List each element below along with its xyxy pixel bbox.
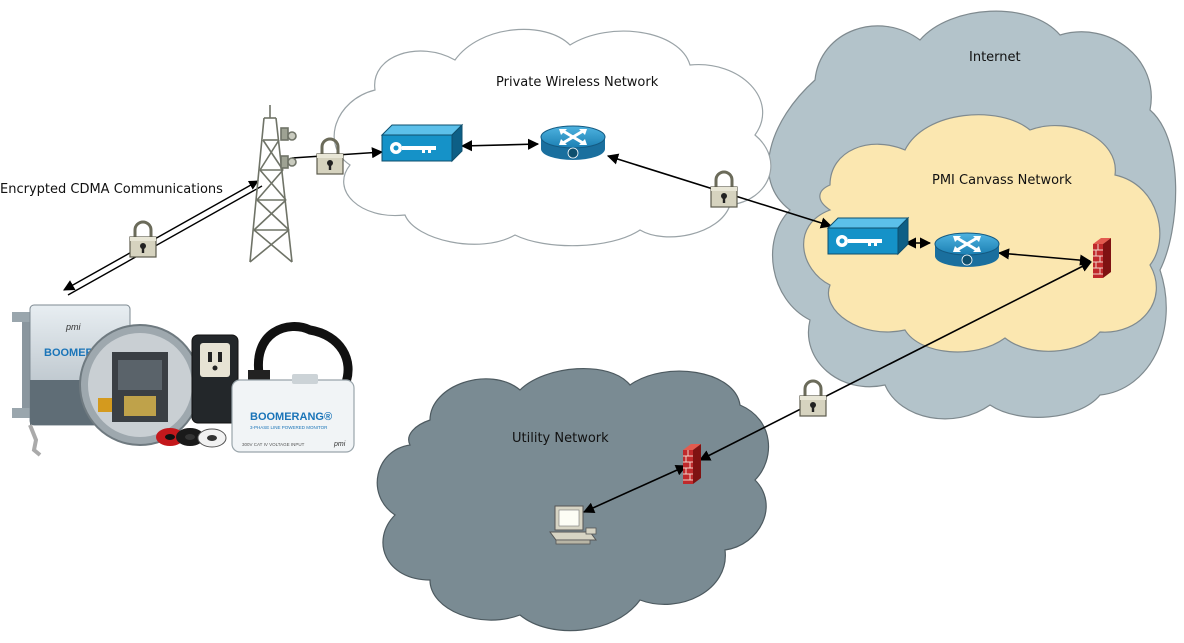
computer-icon xyxy=(549,505,597,545)
pmi-unit-logo: pmi xyxy=(333,441,346,448)
lock-icon xyxy=(315,137,345,176)
boomerang-unit-subtitle: 3-PHASE LINE POWERED MONITOR xyxy=(250,425,328,430)
plug-in-monitor xyxy=(191,334,239,424)
internet-label: Internet xyxy=(969,50,1021,65)
boomerang-unit-brand: BOOMERANG® xyxy=(250,411,332,423)
router-firewall-link xyxy=(997,248,1092,266)
boomerang-equipment-image: pmi BOOMERANG xyxy=(12,304,355,457)
pmi-logo-text: pmi xyxy=(65,322,82,332)
cdma-link xyxy=(63,180,263,296)
pmi-canvass-network-label: PMI Canvass Network xyxy=(932,173,1072,188)
lock-icon xyxy=(798,379,828,418)
encrypted-cdma-label: Encrypted CDMA Communications xyxy=(0,182,223,197)
meter xyxy=(79,324,201,446)
ct-clamps xyxy=(156,428,227,448)
vpn-keybox-icon xyxy=(827,217,909,255)
router-icon xyxy=(539,124,607,162)
canvass-utility-link xyxy=(699,261,1092,461)
keybox-router-link xyxy=(460,138,540,152)
cell-tower-icon xyxy=(249,105,297,263)
firewall-computer-link xyxy=(582,465,688,513)
private-wireless-network-label: Private Wireless Network xyxy=(496,75,659,90)
lock-icon xyxy=(128,220,158,259)
voltage-input-text: 300V CAT IV VOLTAGE INPUT xyxy=(242,442,305,447)
firewall-icon xyxy=(1092,237,1112,279)
router-icon xyxy=(933,231,1001,269)
vpn-keybox-icon xyxy=(381,124,463,162)
utility-network-cloud xyxy=(376,368,770,632)
utility-network-label: Utility Network xyxy=(512,431,609,446)
boomerang-monitor-unit: BOOMERANG® 3-PHASE LINE POWERED MONITOR … xyxy=(231,374,355,453)
firewall-icon xyxy=(682,443,702,485)
